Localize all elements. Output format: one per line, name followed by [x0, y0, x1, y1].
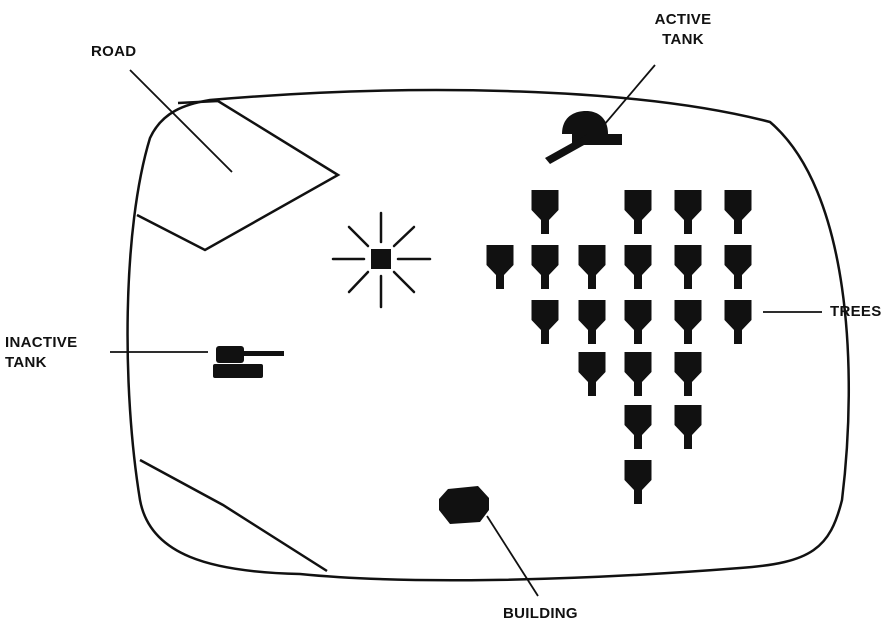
tree-icon	[486, 245, 514, 289]
tree-icon	[531, 245, 559, 289]
tree-icon	[724, 245, 752, 289]
screen-border	[126, 88, 850, 582]
tree-icon	[674, 245, 702, 289]
tree-icon	[624, 245, 652, 289]
tree-icon	[624, 352, 652, 396]
tree-icon	[624, 405, 652, 449]
active-tank-label-line1: ACTIVE	[654, 11, 712, 28]
tree-icon	[724, 190, 752, 234]
inactive-tank-icon	[213, 346, 284, 378]
building-leader-line	[486, 515, 539, 597]
active-tank-leader-line	[597, 64, 656, 133]
tree-icon	[624, 190, 652, 234]
tree-icon	[578, 352, 606, 396]
building-label: BUILDING	[503, 605, 578, 622]
tree-icon	[674, 352, 702, 396]
road-lower	[139, 458, 328, 573]
tree-icon	[578, 300, 606, 344]
tree-icon	[674, 405, 702, 449]
road-upper	[136, 99, 341, 252]
tree-icon	[578, 245, 606, 289]
starburst-icon	[331, 211, 432, 309]
inactive-tank-label-line2: TANK	[5, 354, 47, 371]
tree-icon	[724, 300, 752, 344]
tree-icon	[624, 460, 652, 504]
active-tank-label-line2: TANK	[662, 31, 704, 48]
road-label: ROAD	[91, 43, 137, 60]
tree-group	[486, 190, 752, 504]
inactive-tank-label-line1: INACTIVE	[5, 334, 78, 351]
road-leader-line	[129, 69, 233, 173]
active-tank-icon	[545, 111, 622, 164]
tree-icon	[531, 190, 559, 234]
trees-label: TREES	[830, 303, 882, 320]
tree-icon	[624, 300, 652, 344]
inactive-tank-label: INACTIVE TANK	[5, 333, 77, 373]
building-icon	[439, 486, 489, 524]
tree-icon	[674, 190, 702, 234]
tree-icon	[531, 300, 559, 344]
active-tank-label: ACTIVE TANK	[648, 10, 718, 50]
tree-icon	[674, 300, 702, 344]
